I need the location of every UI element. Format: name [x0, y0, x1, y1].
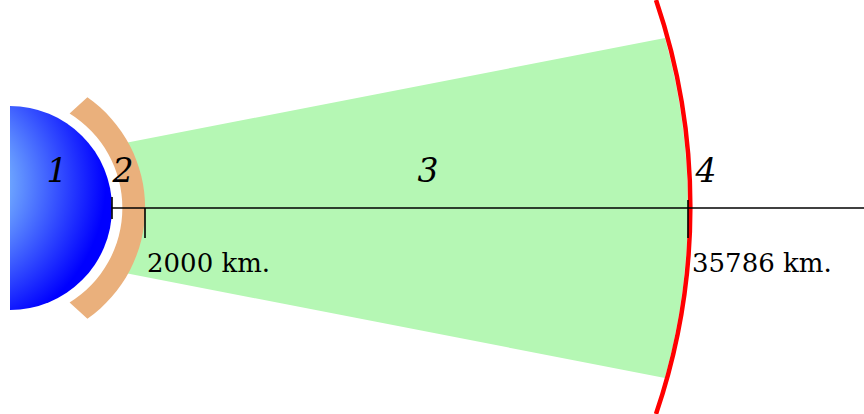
callout-number: 2: [113, 154, 134, 187]
tick-mark: [111, 197, 113, 219]
distance-label: 35786 km.: [692, 250, 832, 276]
geo-arc: [656, 0, 690, 414]
earth: [10, 106, 112, 310]
tick-mark: [144, 208, 146, 238]
earth-outline: [10, 104, 114, 312]
callout-number: 4: [696, 154, 717, 187]
callout-number: 3: [418, 154, 439, 187]
callout-number: 1: [47, 154, 68, 187]
tick-mark: [687, 200, 689, 238]
distance-axis: [112, 207, 864, 209]
distance-label: 2000 km.: [147, 250, 270, 276]
